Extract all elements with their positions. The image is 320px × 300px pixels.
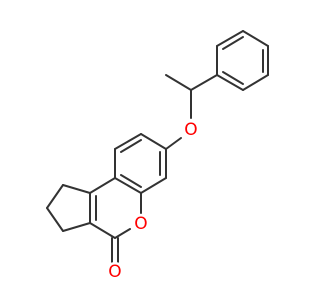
ring-oxygen-label: O — [134, 214, 147, 234]
ether-oxygen-atom: O — [182, 120, 200, 140]
ring-oxygen-atom: O — [132, 214, 150, 234]
carbonyl-oxygen-label: O — [108, 262, 121, 282]
chemical-structure-diagram: O O O — [46, 30, 269, 282]
carbonyl-oxygen-atom: O — [106, 262, 124, 282]
ether-oxygen-label: O — [184, 120, 197, 140]
bond-lines — [46, 30, 269, 263]
